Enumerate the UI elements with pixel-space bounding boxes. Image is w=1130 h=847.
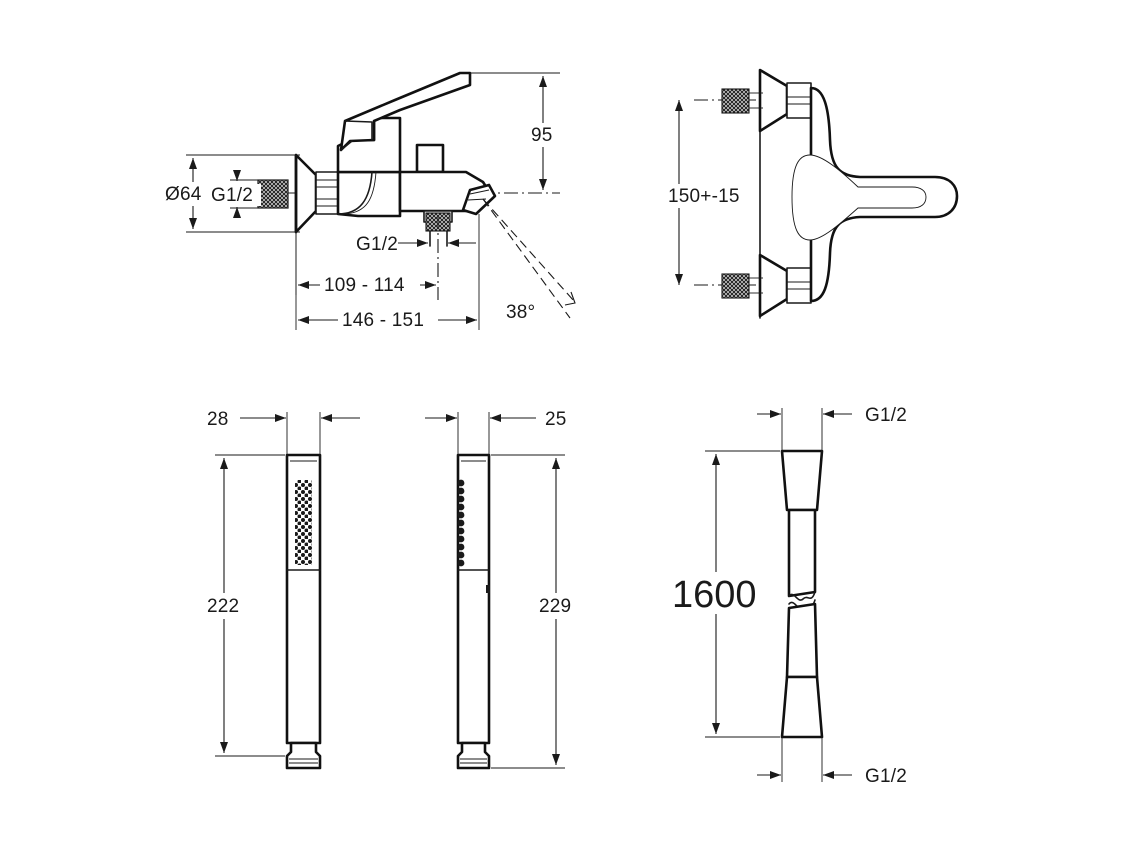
view-handset-front: 28 222 <box>205 409 360 770</box>
dim-150-bg <box>666 184 758 208</box>
dim-label-hose-thread-bottom: G1/2 <box>865 766 907 787</box>
dim-95-bg <box>528 123 562 147</box>
plan-escutcheon-top <box>758 68 789 133</box>
dim-label-escutcheon-diameter: Ø64 <box>165 184 202 205</box>
dim-label-handset-side-width: 25 <box>545 409 567 430</box>
dim-1600-bg <box>668 572 772 614</box>
dim-146-bg <box>338 308 438 332</box>
lever-handle-fillet <box>340 140 353 151</box>
dim-label-projection-long: 146 - 151 <box>342 310 424 331</box>
view-front-elevation: 95 Ø64 G1/2 G1/2 109 - 114 <box>163 71 576 332</box>
angle-leg-2 <box>482 198 571 319</box>
plan-knurled-nut-bottom <box>721 273 750 299</box>
plan-escutcheon-bottom <box>758 253 789 318</box>
handset-front-connector <box>285 741 322 770</box>
dim-label-hose-length: 1600 <box>672 574 757 616</box>
view-plan: 150+-15 <box>666 68 959 319</box>
dim-label-inlet-thread: G1/2 <box>211 185 253 206</box>
plan-connector-top <box>786 82 812 119</box>
hose-bottom-fitting <box>780 675 824 739</box>
lever-handle-inner-edge <box>344 120 373 141</box>
dim-label-outlet-thread: G1/2 <box>356 234 398 255</box>
body-shoulder-curve <box>337 171 373 215</box>
angle-leg-1 <box>482 198 575 302</box>
handset-spray-face <box>295 480 312 565</box>
body-shoulder-curve-2 <box>345 171 377 215</box>
angle-arrow <box>564 291 576 306</box>
lever-handle <box>339 71 472 152</box>
escutcheon-cone <box>294 153 318 234</box>
handset-side-body <box>456 453 491 745</box>
dim-label-handset-front-length: 222 <box>207 596 239 617</box>
diverter-knob <box>415 143 445 174</box>
hose-tube-upper <box>787 508 817 598</box>
handset-side-nozzle-column <box>457 479 465 567</box>
hose-break-symbol-upper <box>788 591 816 601</box>
inlet-knurled-nut <box>257 179 289 209</box>
hose-tube-lower <box>785 602 819 679</box>
plan-lever-inner <box>791 154 927 241</box>
view-hose: G1/2 G1/2 1600 <box>668 405 907 787</box>
dim-g12-inlet-bg <box>209 184 261 206</box>
dim-label-inlet-centres: 150+-15 <box>668 186 740 207</box>
aerator-line <box>469 189 490 195</box>
dim-222-bg <box>205 593 245 619</box>
dim-label-projection-short: 109 - 114 <box>324 275 405 296</box>
dim-d64-bg <box>163 182 217 206</box>
plan-knurled-nut-top <box>721 88 750 114</box>
handset-side-connector <box>456 741 491 770</box>
dim-label-hose-thread-top: G1/2 <box>865 405 907 426</box>
eccentric-connector <box>315 171 339 215</box>
dim-label-spout-angle: 38° <box>506 302 535 323</box>
dim-label-handset-side-length: 229 <box>539 596 571 617</box>
dim-label-handset-front-width: 28 <box>207 409 229 430</box>
plan-connector-bottom <box>786 267 812 304</box>
dim-229-bg <box>537 593 579 619</box>
handset-side-tab <box>486 585 490 593</box>
hose-top-fitting <box>780 449 824 512</box>
dim-109-bg <box>320 273 420 297</box>
dim-label-height-95: 95 <box>531 125 553 146</box>
view-handset-side: 25 229 <box>425 409 579 770</box>
mixer-body-base <box>336 170 402 218</box>
